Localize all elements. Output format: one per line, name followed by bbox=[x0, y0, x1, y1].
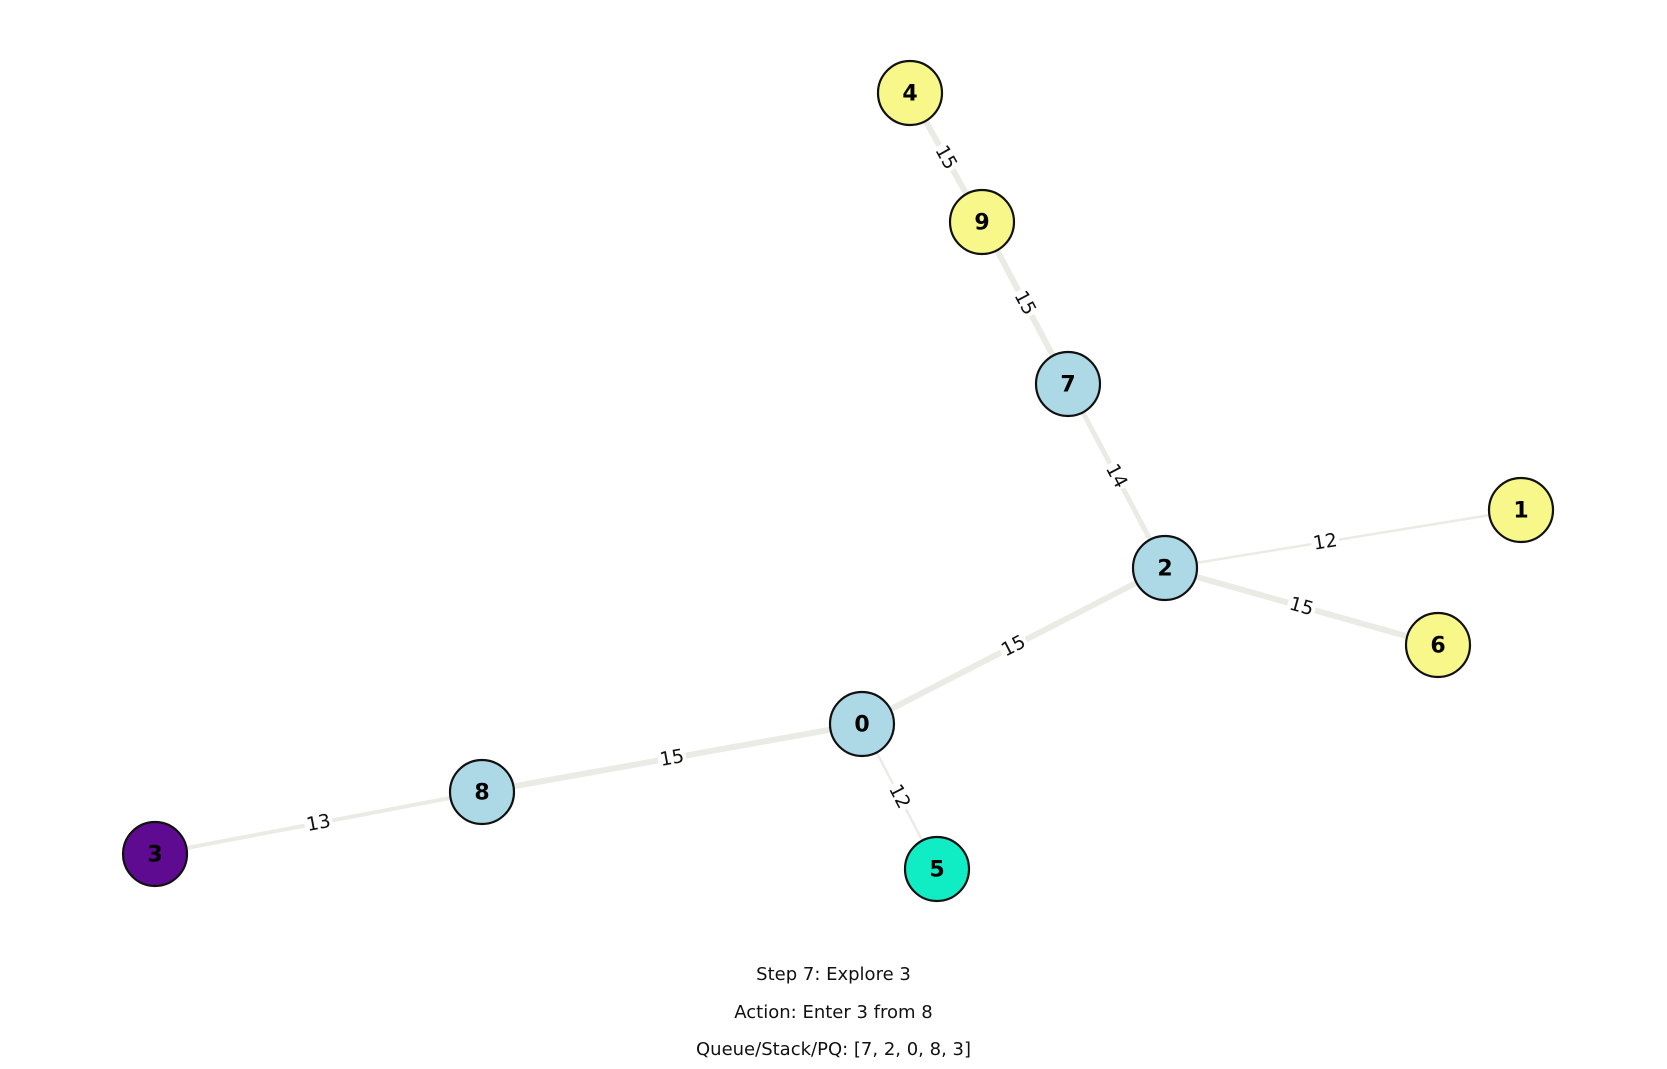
queue-caption: Queue/Stack/PQ: [7, 2, 0, 8, 3] bbox=[696, 1039, 971, 1060]
node-0: 0 bbox=[828, 690, 896, 758]
edge-weight-0-8: 15 bbox=[656, 744, 688, 772]
edge-weight-bg bbox=[929, 139, 963, 176]
edge-weight-text: 14 bbox=[1101, 460, 1132, 492]
edge-weight-2-0: 15 bbox=[996, 629, 1031, 663]
node-6: 6 bbox=[1404, 611, 1472, 679]
node-8: 8 bbox=[448, 758, 516, 826]
node-circle-4 bbox=[876, 59, 944, 127]
edge-weight-bg bbox=[656, 744, 688, 772]
node-circle-6 bbox=[1404, 611, 1472, 679]
node-2: 2 bbox=[1131, 534, 1199, 602]
edge-weight-text: 15 bbox=[998, 631, 1030, 662]
node-circle-2 bbox=[1131, 534, 1199, 602]
node-circle-5 bbox=[903, 835, 971, 903]
step-caption: Step 7: Explore 3 bbox=[756, 964, 911, 985]
node-circle-1 bbox=[1487, 476, 1555, 544]
edge-weight-bg bbox=[1008, 285, 1042, 321]
edges-layer bbox=[153, 90, 1523, 871]
edge-weight-0-5: 12 bbox=[883, 779, 916, 814]
node-label-6: 6 bbox=[1430, 634, 1445, 659]
edge-weight-text: 15 bbox=[931, 142, 962, 174]
node-3: 3 bbox=[121, 820, 189, 888]
node-1: 1 bbox=[1487, 476, 1555, 544]
node-5: 5 bbox=[903, 835, 971, 903]
edge-weight-bg bbox=[1100, 458, 1133, 494]
node-label-9: 9 bbox=[974, 211, 989, 236]
edge-weight-9-7: 15 bbox=[1008, 285, 1042, 321]
node-circle-9 bbox=[948, 188, 1016, 256]
edge-weight-bg bbox=[1285, 592, 1318, 621]
edge-weight-2-6: 15 bbox=[1285, 592, 1318, 621]
node-label-3: 3 bbox=[147, 843, 162, 868]
edge-weight-8-3: 13 bbox=[302, 809, 335, 837]
node-4: 4 bbox=[876, 59, 944, 127]
node-circle-0 bbox=[828, 690, 896, 758]
node-label-4: 4 bbox=[902, 82, 917, 107]
node-label-7: 7 bbox=[1060, 373, 1075, 398]
node-label-2: 2 bbox=[1157, 557, 1172, 582]
edge-weight-bg bbox=[996, 629, 1031, 663]
node-circle-7 bbox=[1034, 350, 1102, 418]
node-label-8: 8 bbox=[474, 781, 489, 806]
node-label-1: 1 bbox=[1513, 499, 1528, 524]
node-7: 7 bbox=[1034, 350, 1102, 418]
edge-weight-2-1: 12 bbox=[1309, 528, 1341, 556]
edge-weight-text: 12 bbox=[884, 781, 915, 813]
edge-weight-bg bbox=[1309, 528, 1341, 556]
node-9: 9 bbox=[948, 188, 1016, 256]
node-circle-3 bbox=[121, 820, 189, 888]
edge-weight-text: 15 bbox=[1010, 287, 1041, 319]
edge-weight-bg bbox=[302, 809, 335, 837]
edge-weight-bg bbox=[883, 779, 916, 814]
edge-weight-text: 15 bbox=[658, 745, 686, 771]
edge-2-1 bbox=[1163, 508, 1523, 570]
node-label-0: 0 bbox=[854, 713, 869, 738]
edge-weight-text: 13 bbox=[305, 810, 333, 836]
action-caption: Action: Enter 3 from 8 bbox=[734, 1002, 933, 1023]
edge-weight-7-2: 14 bbox=[1100, 458, 1133, 494]
node-circle-8 bbox=[448, 758, 516, 826]
node-label-5: 5 bbox=[929, 858, 944, 883]
edge-weight-text: 12 bbox=[1311, 529, 1338, 555]
edge-weight-4-9: 15 bbox=[929, 139, 963, 176]
